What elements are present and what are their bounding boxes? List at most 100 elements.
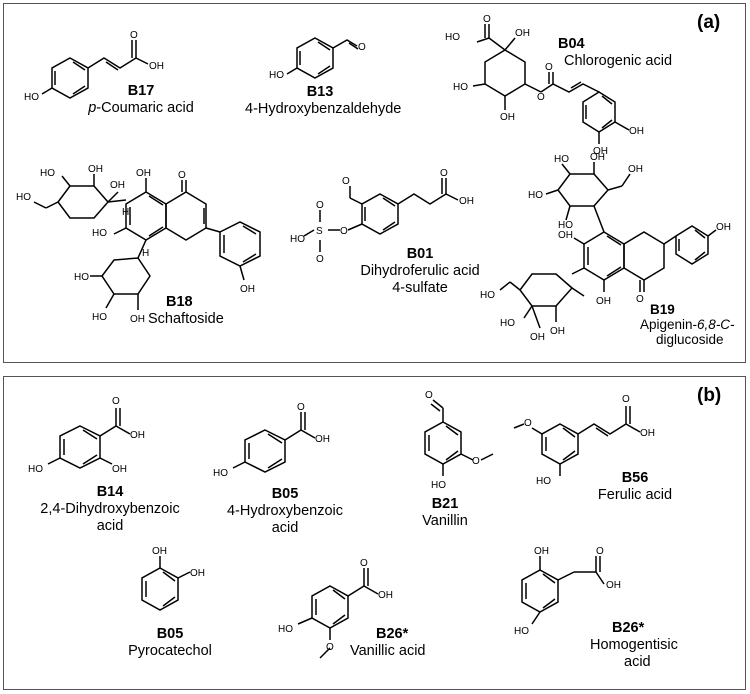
atom-label: OH [240, 284, 255, 295]
compound-name: Schaftoside [148, 311, 224, 327]
atom-label: HO [269, 70, 284, 81]
atom-label: O [483, 14, 491, 25]
atom-label: OH [629, 126, 644, 137]
atom-label: OH [136, 168, 151, 179]
atom-label: O [130, 30, 138, 41]
atom-label: HO [558, 220, 573, 231]
compound-name: 2,4-Dihydroxybenzoic [40, 501, 180, 517]
atom-label: O [596, 546, 604, 557]
atom-label: OH [534, 546, 549, 557]
atom-label: HO [536, 476, 551, 487]
atom-label: OH [530, 332, 545, 343]
label-b05-hydroxybenzoic: B05 4-Hydroxybenzoic acid [215, 486, 355, 537]
atom-label: H [122, 207, 129, 218]
atom-label: OH [459, 196, 474, 207]
atom-label: O [178, 170, 186, 181]
atom-label: O [297, 402, 305, 413]
atom-label: O [316, 200, 324, 211]
panel-b-tag: (b) [697, 385, 722, 406]
label-b13: B13 4-Hydroxybenzaldehyde [245, 84, 402, 118]
atom-label: OH [550, 326, 565, 337]
compound-code: B17 [127, 83, 155, 99]
atom-label: OH [500, 112, 515, 123]
atom-label: O [316, 254, 324, 265]
compound-name: Vanillin [422, 513, 468, 529]
atom-label: O [358, 42, 366, 53]
atom-label: O [326, 642, 334, 653]
atom-label: OH [110, 180, 125, 191]
compound-name: Ferulic acid [597, 487, 673, 503]
atom-label: OH [190, 568, 205, 579]
atom-label: HO [514, 626, 529, 637]
atom-label: O [545, 62, 553, 73]
compound-code: B01 [406, 246, 434, 262]
atom-label: HO [480, 290, 495, 301]
atom-label: OH [558, 230, 573, 241]
atom-label: O [636, 294, 644, 305]
compound-code: B14 [96, 484, 124, 500]
compound-code: B04 [558, 36, 585, 52]
compound-code: B05 [271, 486, 299, 502]
atom-label: HO [28, 464, 43, 475]
atom-label: OH [640, 428, 655, 439]
atom-label: OH [716, 222, 731, 233]
atom-label: O [537, 92, 545, 103]
compound-name-line2: acid [96, 518, 124, 534]
compound-code: B56 [621, 470, 649, 486]
atom-label: HO [92, 228, 107, 239]
atom-label: HO [445, 32, 460, 43]
atom-label: O [524, 418, 532, 429]
compound-name-line2: acid [624, 654, 651, 670]
compound-code: B26* [376, 626, 409, 642]
compound-name: Dihydroferulic acid [360, 263, 480, 279]
atom-label: O [425, 390, 433, 401]
atom-label: HO [290, 234, 305, 245]
compound-code: B26* [612, 620, 645, 636]
atom-label: OH [596, 296, 611, 307]
atom-label: OH [628, 164, 643, 175]
atom-label: OH [590, 152, 605, 163]
compound-code: B18 [166, 294, 193, 310]
compound-name: Pyrocatechol [128, 643, 212, 659]
atom-label: HO [278, 624, 293, 635]
compound-name: 4-Hydroxybenzaldehyde [245, 101, 402, 117]
compound-code: B05 [156, 626, 184, 642]
atom-label: HO [16, 192, 31, 203]
compound-name-line2: acid [271, 520, 299, 536]
compound-name-line2: 4-sulfate [392, 280, 448, 296]
label-b04: B04 Chlorogenic acid [552, 36, 672, 70]
compound-code: B13 [306, 84, 334, 100]
atom-label: OH [378, 590, 393, 601]
atom-label: HO [528, 190, 543, 201]
atom-label: OH [593, 146, 608, 157]
compound-name-line2: diglucoside [656, 332, 724, 347]
atom-label: O [340, 226, 348, 237]
label-b05-pyrocatechol: B05 Pyrocatechol [110, 626, 230, 660]
label-b26-homogentisic: B26* Homogentisic acid [590, 620, 710, 671]
panel-b: (b) [3, 376, 746, 690]
atom-label: HO [554, 154, 569, 165]
atom-label: OH [149, 61, 164, 72]
atom-label: OH [88, 164, 103, 175]
atom-label: OH [130, 314, 145, 325]
atom-label: O [360, 558, 368, 569]
atom-label: HO [24, 92, 39, 103]
panel-a-tag: (a) [697, 12, 721, 33]
label-b19: B19 Apigenin-6,8-C- diglucoside [640, 302, 740, 347]
label-b18: B18 Schaftoside [148, 294, 248, 328]
label-b26-vanillic: B26* Vanillic acid [350, 626, 450, 660]
label-b21: B21 Vanillin [400, 496, 490, 530]
compound-code: B19 [650, 302, 675, 317]
atom-label: OH [515, 28, 530, 39]
atom-label: HO [92, 312, 107, 323]
atom-label: HO [500, 318, 515, 329]
compound-name: p-Coumaric acid [88, 100, 194, 116]
atom-label: OH [152, 546, 167, 557]
atom-label: O [440, 168, 448, 179]
atom-label: HO [74, 272, 89, 283]
atom-label: O [472, 456, 480, 467]
atom-label: OH [315, 434, 330, 445]
compound-code: B21 [431, 496, 459, 512]
atom-label: OH [112, 464, 127, 475]
atom-label: HO [431, 480, 446, 491]
